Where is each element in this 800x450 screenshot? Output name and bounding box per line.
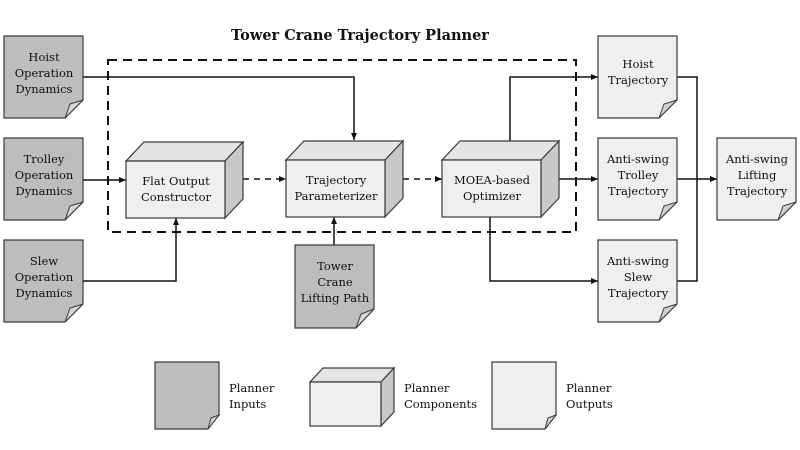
page-curl-icon xyxy=(658,99,678,119)
svg-text:Hoist: Hoist xyxy=(28,50,60,64)
svg-text:Slew: Slew xyxy=(624,270,652,284)
svg-text:Anti-swing: Anti-swing xyxy=(725,152,789,166)
svg-text:Planner: Planner xyxy=(404,381,450,395)
svg-text:Tower: Tower xyxy=(317,259,353,273)
svg-text:Trajectory: Trajectory xyxy=(608,286,669,300)
connector-moea-to-slew-traj xyxy=(489,217,598,284)
page-curl-icon xyxy=(64,201,84,221)
page-curl-icon xyxy=(658,201,678,221)
component-trajectory-parameterizer: Trajectory Parameterizer xyxy=(284,139,405,219)
svg-text:Slew: Slew xyxy=(30,254,58,268)
connector-slew-to-flat xyxy=(83,218,179,282)
svg-text:Planner: Planner xyxy=(566,381,612,395)
svg-text:Trajectory: Trajectory xyxy=(306,173,367,187)
svg-text:MOEA-based: MOEA-based xyxy=(454,173,531,187)
svg-text:Components: Components xyxy=(404,397,477,411)
legend-component-swatch xyxy=(309,381,382,427)
legend-components: Planner Components xyxy=(308,366,477,428)
svg-text:Inputs: Inputs xyxy=(229,397,266,411)
svg-text:Dynamics: Dynamics xyxy=(16,82,73,96)
output-trolley-trajectory: Anti-swing Trolley Trajectory xyxy=(597,137,678,221)
legend-input-swatch xyxy=(154,361,220,430)
svg-text:Trajectory: Trajectory xyxy=(608,184,669,198)
legend: Planner Inputs Planner Components Planne… xyxy=(154,361,613,430)
svg-text:Outputs: Outputs xyxy=(566,397,613,411)
page-curl-icon xyxy=(64,303,84,323)
input-trolley-dynamics: Trolley Operation Dynamics xyxy=(3,137,84,221)
page-curl-icon xyxy=(64,99,84,119)
input-hoist-dynamics: Hoist Operation Dynamics xyxy=(3,35,84,119)
svg-text:Constructor: Constructor xyxy=(141,190,212,204)
legend-outputs: Planner Outputs xyxy=(491,361,613,430)
component-moea-optimizer: MOEA-based Optimizer xyxy=(440,139,561,219)
output-hoist-trajectory: Hoist Trajectory xyxy=(597,35,678,119)
svg-text:Trolley: Trolley xyxy=(618,168,659,182)
svg-text:Trajectory: Trajectory xyxy=(608,73,669,87)
legend-output-swatch xyxy=(491,361,557,430)
output-lifting-trajectory: Anti-swing Lifting Trajectory xyxy=(716,137,797,221)
component-flat-output-constructor: Flat Output Constructor xyxy=(124,140,245,220)
legend-inputs: Planner Inputs xyxy=(154,361,275,430)
svg-text:Operation: Operation xyxy=(15,168,74,182)
input-lifting-path: Tower Crane Lifting Path xyxy=(294,244,375,329)
page-curl-icon xyxy=(658,303,678,323)
svg-text:Flat Output: Flat Output xyxy=(142,174,210,188)
page-curl-icon xyxy=(544,413,558,430)
planner-boundary xyxy=(107,59,577,233)
svg-text:Trajectory: Trajectory xyxy=(727,184,788,198)
svg-text:Lifting Path: Lifting Path xyxy=(301,291,370,305)
connector-moea-to-hoist-traj xyxy=(509,74,598,141)
svg-text:Trolley: Trolley xyxy=(24,152,65,166)
svg-text:Hoist: Hoist xyxy=(622,57,654,71)
svg-text:Dynamics: Dynamics xyxy=(16,184,73,198)
svg-text:Operation: Operation xyxy=(15,66,74,80)
svg-text:Anti-swing: Anti-swing xyxy=(606,152,670,166)
diagram-title: Tower Crane Trajectory Planner xyxy=(231,27,489,44)
output-slew-trajectory: Anti-swing Slew Trajectory xyxy=(597,239,678,323)
svg-text:Optimizer: Optimizer xyxy=(463,189,522,203)
connectors xyxy=(83,74,717,284)
svg-text:Planner: Planner xyxy=(229,381,275,395)
connector-hoist-to-parameterizer xyxy=(83,76,357,140)
svg-text:Anti-swing: Anti-swing xyxy=(606,254,670,268)
svg-text:Lifting: Lifting xyxy=(738,168,777,182)
page-curl-icon xyxy=(207,413,221,430)
page-curl-icon xyxy=(355,308,375,329)
svg-text:Crane: Crane xyxy=(317,275,353,289)
svg-text:Operation: Operation xyxy=(15,270,74,284)
svg-text:Dynamics: Dynamics xyxy=(16,286,73,300)
input-slew-dynamics: Slew Operation Dynamics xyxy=(3,239,84,323)
page-curl-icon xyxy=(777,201,797,221)
svg-text:Parameterizer: Parameterizer xyxy=(294,189,378,203)
